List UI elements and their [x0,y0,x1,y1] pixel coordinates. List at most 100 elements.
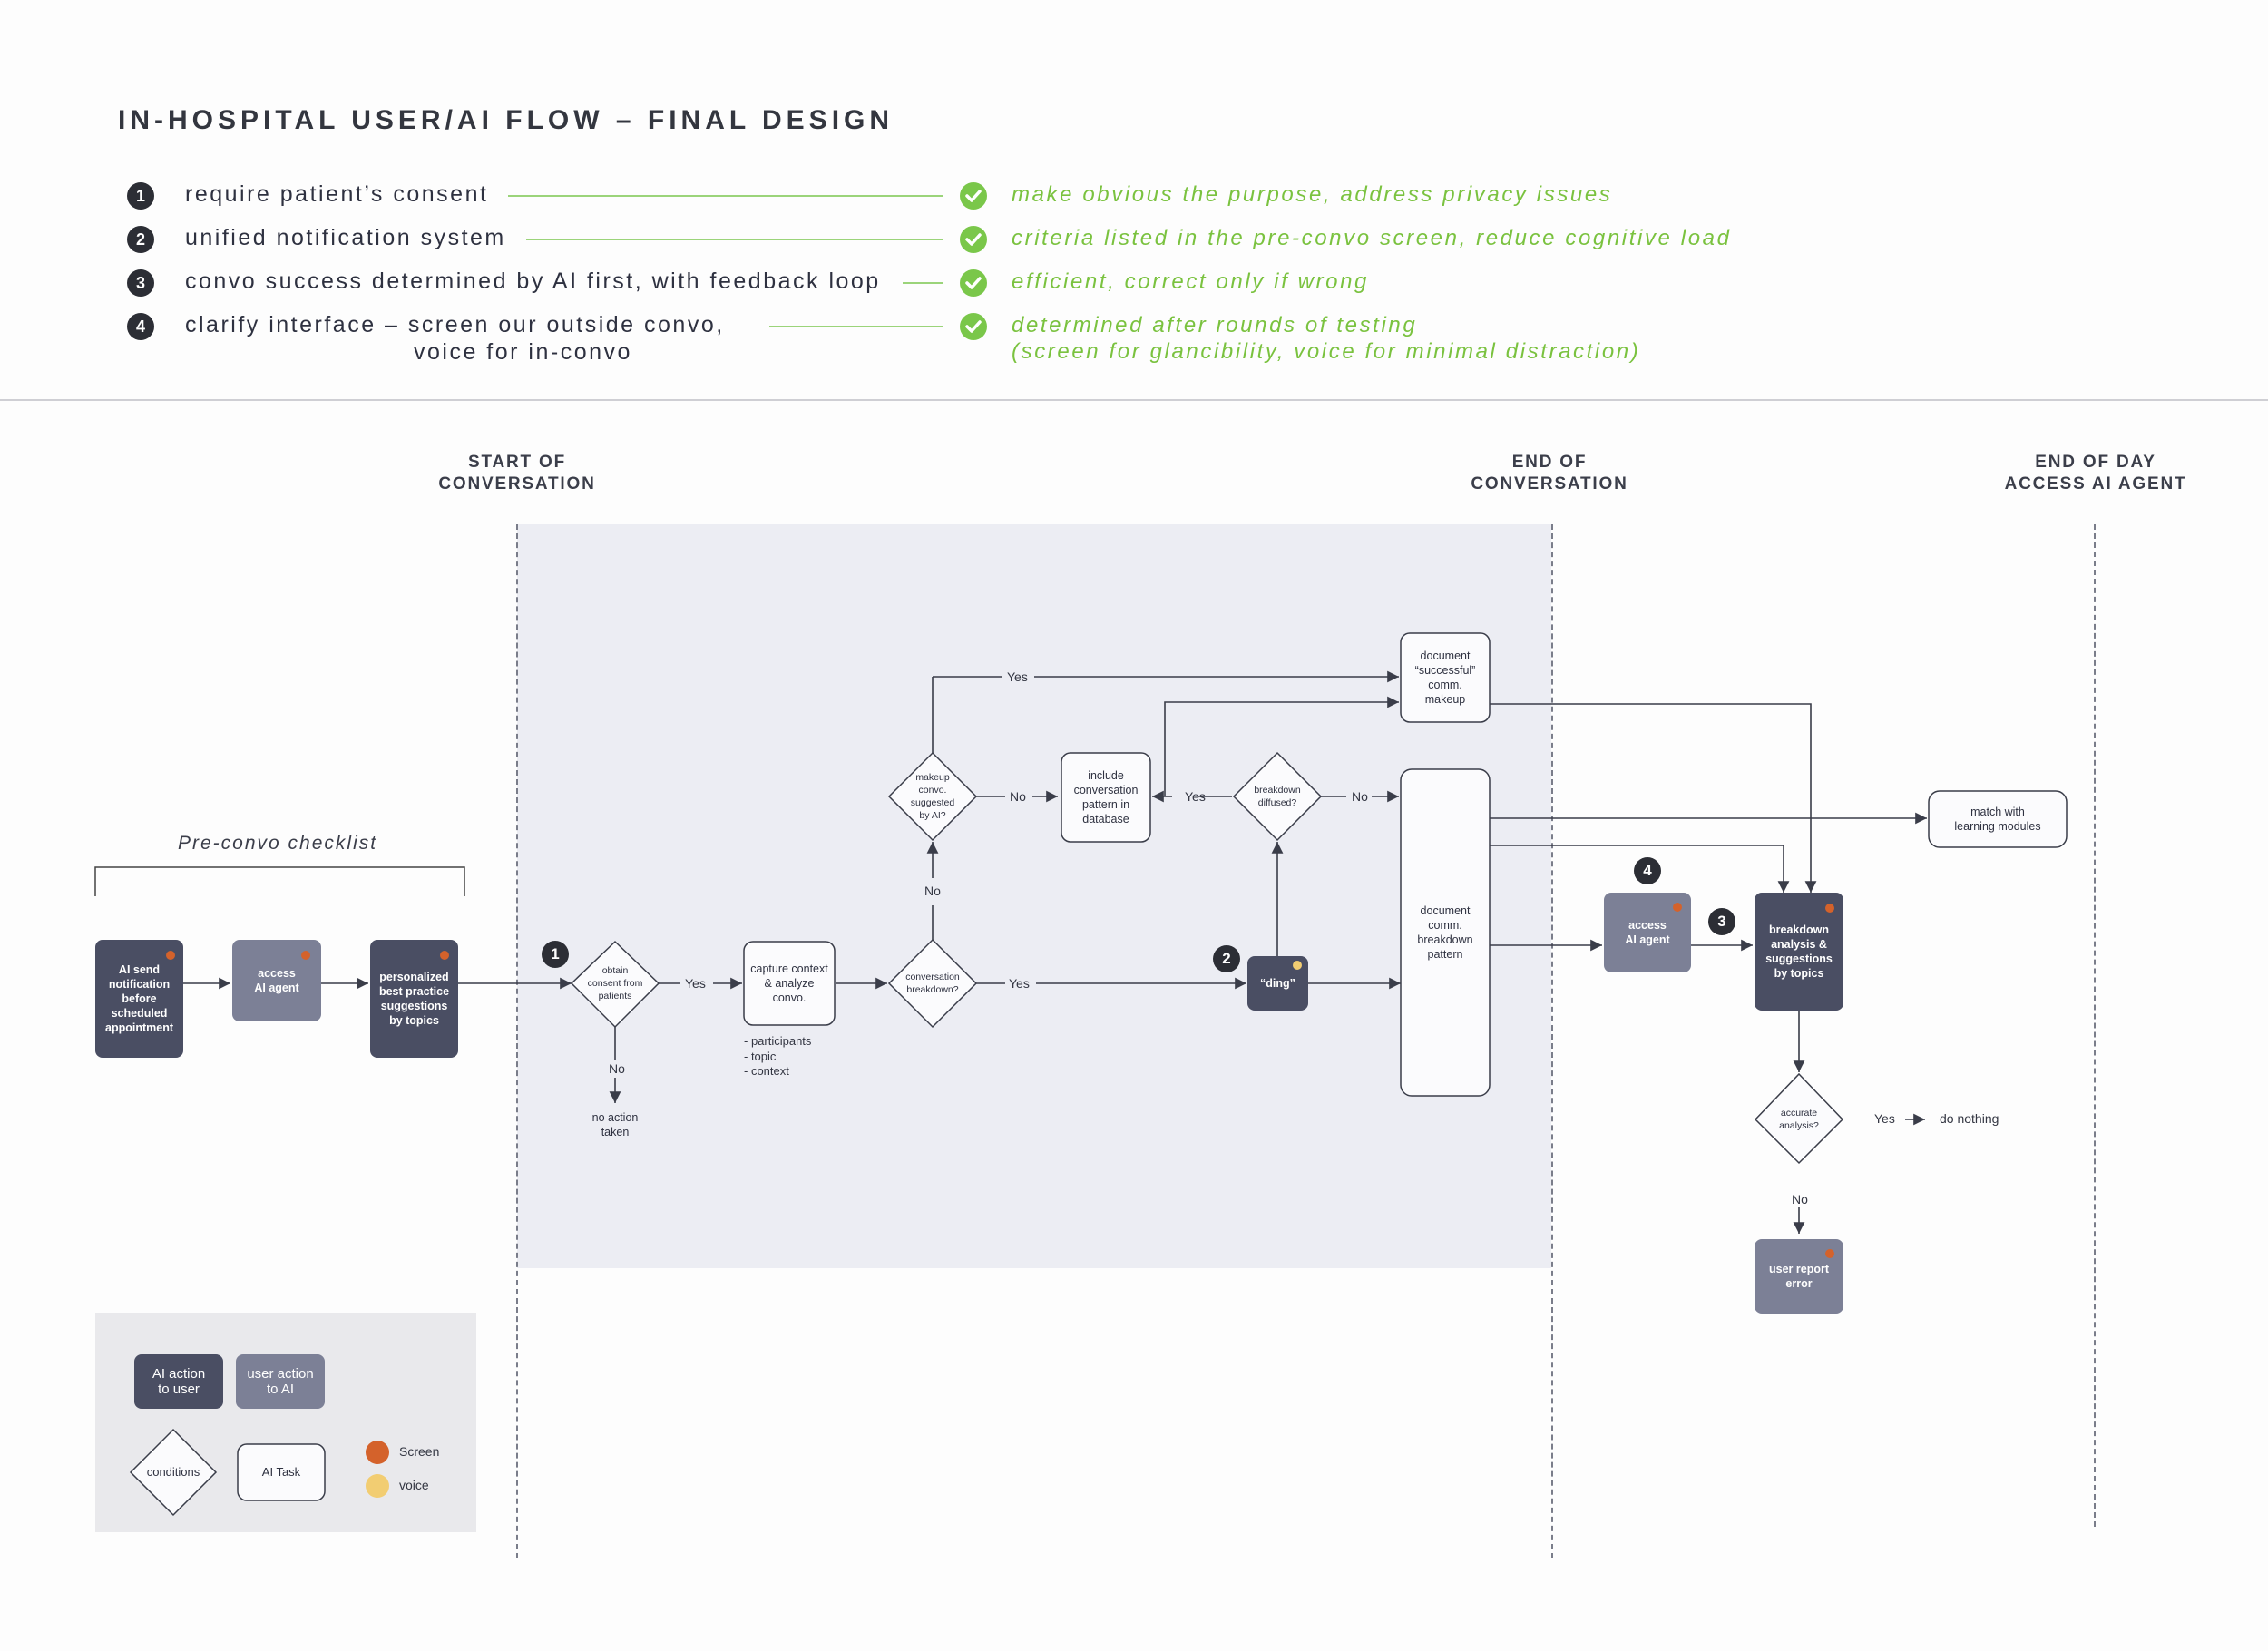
principle-number-3: 3 [127,269,154,297]
principle-text-1: require patient’s consent [185,181,489,207]
step-marker-3-label: 3 [1717,913,1726,930]
legend-voice-dot [366,1474,389,1498]
node-makeup-label: makeup convo. suggested by AI? [910,772,955,821]
principle-text-4-line2: voice for in-convo [414,339,632,365]
node-ai-send-label: AI send notification before scheduled ap… [105,963,173,1034]
checklist-bracket [94,866,465,896]
node-user-report-label: user report error [1769,1263,1829,1290]
principle-number-2: 2 [127,226,154,253]
step-marker-1-label: 1 [551,945,560,962]
node-conv-breakdown [887,938,978,1029]
phase-end-label: END OF CONVERSATION [1471,453,1628,493]
node-doc-success [1400,632,1491,723]
edge-label-yes: Yes [1009,976,1030,991]
principle-text-2: unified notification system [185,225,506,250]
screen-dot [166,951,175,960]
conversation-region [517,524,1551,1268]
node-ai-send [95,940,183,1058]
principle-result-4: determined after rounds of testing [1012,313,1418,337]
principle-result-1: make obvious the purpose, address privac… [1012,182,1613,207]
node-obtain-label: obtain consent from patients [587,965,643,1001]
edge-label-yes: Yes [1874,1111,1895,1126]
node-ding [1247,956,1308,1011]
legend-user-action-box [236,1354,325,1409]
node-capture-label: capture context & analyze convo. [750,962,828,1004]
edge-label-no: No [924,884,941,898]
node-no-action-label: no action taken [591,1111,639,1138]
step-marker-2 [1213,945,1240,972]
legend-ai-action: AI action to user [152,1366,206,1397]
legend-screen-dot [366,1441,389,1464]
screen-dot [301,951,310,960]
checklist-label: Pre-convo checklist [178,833,378,854]
edge-label-yes: Yes [685,976,706,991]
start-divider [516,524,518,1558]
principle-result-2: criteria listed in the pre-convo screen,… [1012,226,1732,250]
page-title: IN-HOSPITAL USER/AI FLOW – FINAL DESIGN [118,105,894,135]
node-diffused [1232,751,1323,842]
edge-include-docsuccess [1164,696,1399,796]
step-marker-4 [1634,857,1661,884]
node-match-label: match with learning modules [1954,806,2041,833]
day-divider [2094,524,2096,1527]
principle-result-4-line2: (screen for glancibility, voice for mini… [1012,339,1641,364]
node-access-1 [232,940,321,1021]
step-marker-2-label: 2 [1222,950,1231,967]
node-access-2 [1604,893,1691,972]
node-match [1928,790,2068,848]
legend-ai-action-box [134,1354,223,1409]
principle-text-3: convo success determined by AI first, wi… [185,269,881,294]
check-icon [960,226,987,253]
node-conv-breakdown-label: conversation breakdown? [905,972,960,995]
check-icon [960,182,987,210]
screen-dot [1825,904,1834,913]
step-marker-3 [1708,908,1735,935]
node-accurate [1754,1072,1844,1165]
legend-conditions-shape [129,1428,218,1517]
edge-label-no: No [1010,789,1026,804]
check-icon [960,313,987,340]
node-access-1-label[interactable]: access AI agent [254,967,299,994]
legend-voice: voice [399,1478,429,1492]
legend-user-action: user action to AI [247,1366,314,1397]
step-marker-1 [542,941,569,968]
edge-label-yes: Yes [1007,669,1028,684]
screen-dot [1825,1249,1834,1258]
node-doc-breakdown [1400,768,1491,1097]
legend-conditions: conditions [146,1465,200,1479]
phase-start-label: START OF CONVERSATION [438,453,596,493]
node-include-label: include conversation pattern in database [1073,769,1139,826]
connector-line-4 [769,326,943,327]
node-include [1061,752,1151,843]
edge-label-no: No [1792,1192,1808,1206]
node-do-nothing-label: do nothing [1940,1111,1999,1126]
node-accurate-label: accurate analysis? [1779,1108,1819,1131]
check-icon [960,269,987,297]
legend-task-shape [237,1443,326,1501]
end-divider [1551,524,1553,1558]
screen-dot [1673,903,1682,912]
node-analysis-label: breakdown analysis & suggestions by topi… [1765,923,1833,980]
node-makeup [887,751,978,842]
node-doc-success-label: document “successful” comm. makeup [1414,650,1476,706]
principle-text-4: clarify interface – screen our outside c… [185,312,725,337]
edge-docbreakdown-analysis [1490,845,1790,893]
node-diffused-label: breakdown diffused? [1254,785,1301,808]
principle-result-3: efficient, correct only if wrong [1012,269,1369,294]
node-user-report [1755,1239,1843,1314]
node-doc-breakdown-label: document comm. breakdown pattern [1417,904,1473,961]
node-capture [743,941,836,1026]
node-analysis [1755,893,1843,1011]
principle-number-1: 1 [127,182,154,210]
node-personalized [370,940,458,1058]
capture-notes: - participants - topic - context [744,1034,812,1078]
node-ding-label: “ding” [1260,977,1295,990]
connector-line-1 [508,195,943,197]
legend-ai-task: AI Task [261,1465,301,1479]
edge-docsuccess-analysis [1490,703,1817,893]
screen-dot [440,951,449,960]
edge-label-no: No [609,1061,625,1076]
node-access-2-label[interactable]: access AI agent [1625,919,1670,946]
phase-day-label: END OF DAY ACCESS AI AGENT [2004,453,2187,493]
